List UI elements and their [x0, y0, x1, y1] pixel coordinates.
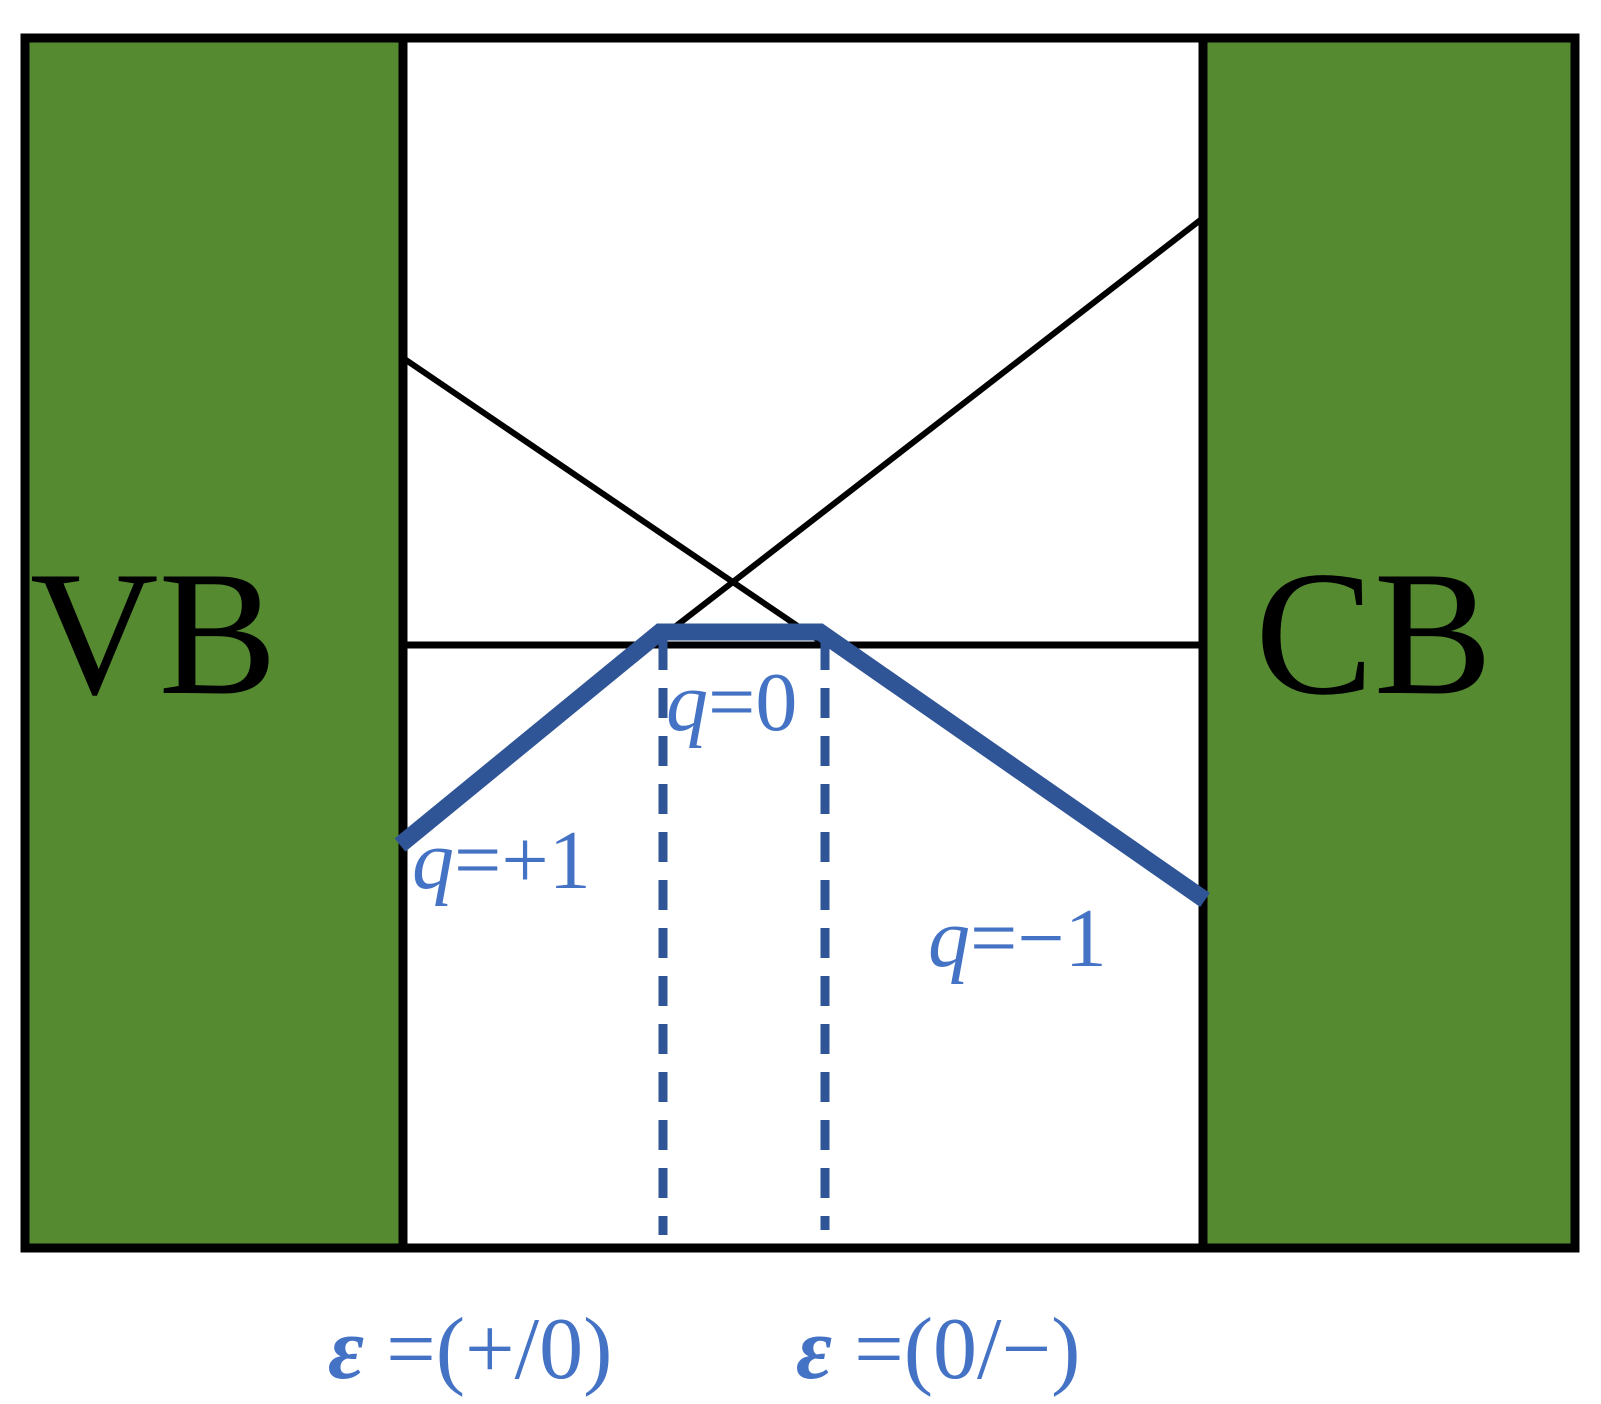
charge-state-minus-one-label: q=−1 — [928, 892, 1107, 985]
transition-level-plus-zero-label: ε =(+/0) — [328, 1301, 612, 1398]
charge-minus-one-line — [674, 215, 1205, 629]
valence-band-region — [25, 38, 400, 1248]
charge-plus-one-line — [401, 355, 832, 651]
conduction-band-region — [1205, 38, 1575, 1248]
diagram-frame — [20, 33, 1580, 1253]
transition-level-zero-minus-label: ε =(0/−) — [796, 1301, 1080, 1398]
conduction-band-label: CB — [1255, 534, 1492, 732]
lowest-formation-energy-envelope — [394, 623, 1210, 907]
charge-state-plus-one-label: q=+1 — [412, 814, 591, 907]
valence-band-label: VB — [30, 534, 277, 732]
charge-state-zero-label: q=0 — [666, 656, 797, 749]
